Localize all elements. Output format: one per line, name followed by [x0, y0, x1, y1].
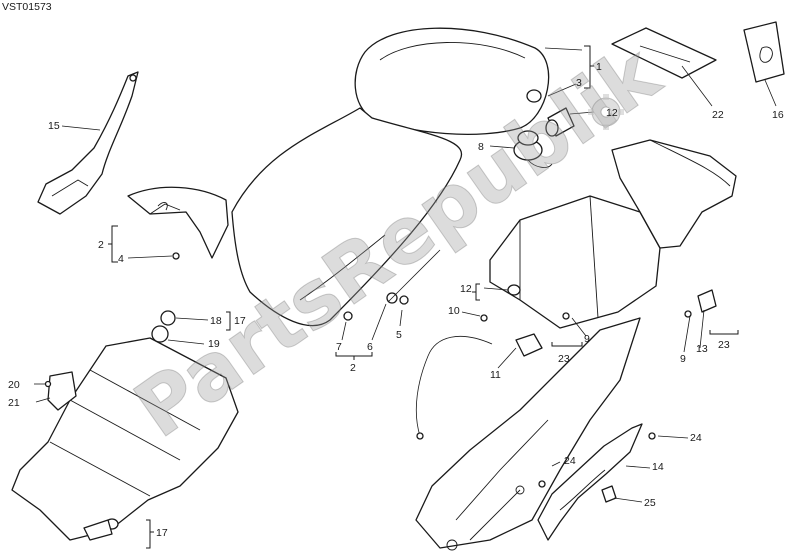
callout-17-lower: 17 — [156, 527, 168, 539]
callout-23-right: 23 — [718, 339, 730, 351]
callout-9-right: 9 — [680, 353, 686, 365]
grommet-part-3 — [526, 89, 542, 103]
callout-14: 14 — [652, 461, 664, 473]
callout-22: 22 — [712, 109, 724, 121]
callout-8: 8 — [478, 141, 484, 153]
callout-6: 6 — [367, 341, 373, 353]
callout-12: 12 — [606, 107, 618, 119]
callout-numbers: 1 2 2 3 4 5 6 7 8 9 9 10 11 12 12 13 14 … — [8, 61, 784, 539]
callout-24: 24 — [690, 432, 702, 444]
callout-5: 5 — [396, 329, 402, 341]
callout-16: 16 — [772, 109, 784, 121]
callout-23: 23 — [558, 353, 570, 365]
callout-2: 2 — [98, 239, 104, 251]
callout-3: 3 — [576, 77, 582, 89]
callout-brackets — [108, 45, 739, 549]
callout-24-lower: 24 — [564, 455, 576, 467]
rear-subframe — [415, 139, 737, 551]
callout-7: 7 — [336, 341, 342, 353]
drawing-code: VST01573 — [2, 1, 52, 13]
seat-base-part-2 — [127, 186, 229, 259]
lock-barrel-part-12 — [545, 107, 575, 137]
callout-10: 10 — [448, 305, 460, 317]
callout-25: 25 — [644, 497, 656, 509]
seat-part-1 — [231, 27, 550, 327]
rear-mudguard — [11, 310, 239, 541]
callout-18: 18 — [210, 315, 222, 327]
callout-2-seat-pins: 2 — [350, 362, 356, 374]
tool-kit-part-16 — [743, 21, 785, 83]
callout-11: 11 — [490, 369, 501, 381]
callout-4: 4 — [118, 253, 124, 265]
side-cover-part-14 — [537, 423, 643, 541]
bracket-part-15 — [37, 71, 139, 215]
gear-icon — [588, 94, 624, 130]
callout-9: 9 — [584, 333, 590, 345]
callout-12-lower: 12 — [460, 283, 472, 295]
callout-20: 20 — [8, 379, 20, 391]
leader-lines — [34, 47, 777, 503]
callout-15: 15 — [48, 120, 60, 132]
callout-17: 17 — [234, 315, 246, 327]
lock-assembly-part-8 — [513, 130, 553, 168]
callout-21: 21 — [8, 397, 20, 409]
callout-1: 1 — [596, 61, 602, 73]
owner-manual-part-22 — [611, 27, 717, 79]
callout-19: 19 — [208, 338, 220, 350]
seat-release-cable-part-11 — [415, 333, 543, 440]
callout-13: 13 — [696, 343, 708, 355]
